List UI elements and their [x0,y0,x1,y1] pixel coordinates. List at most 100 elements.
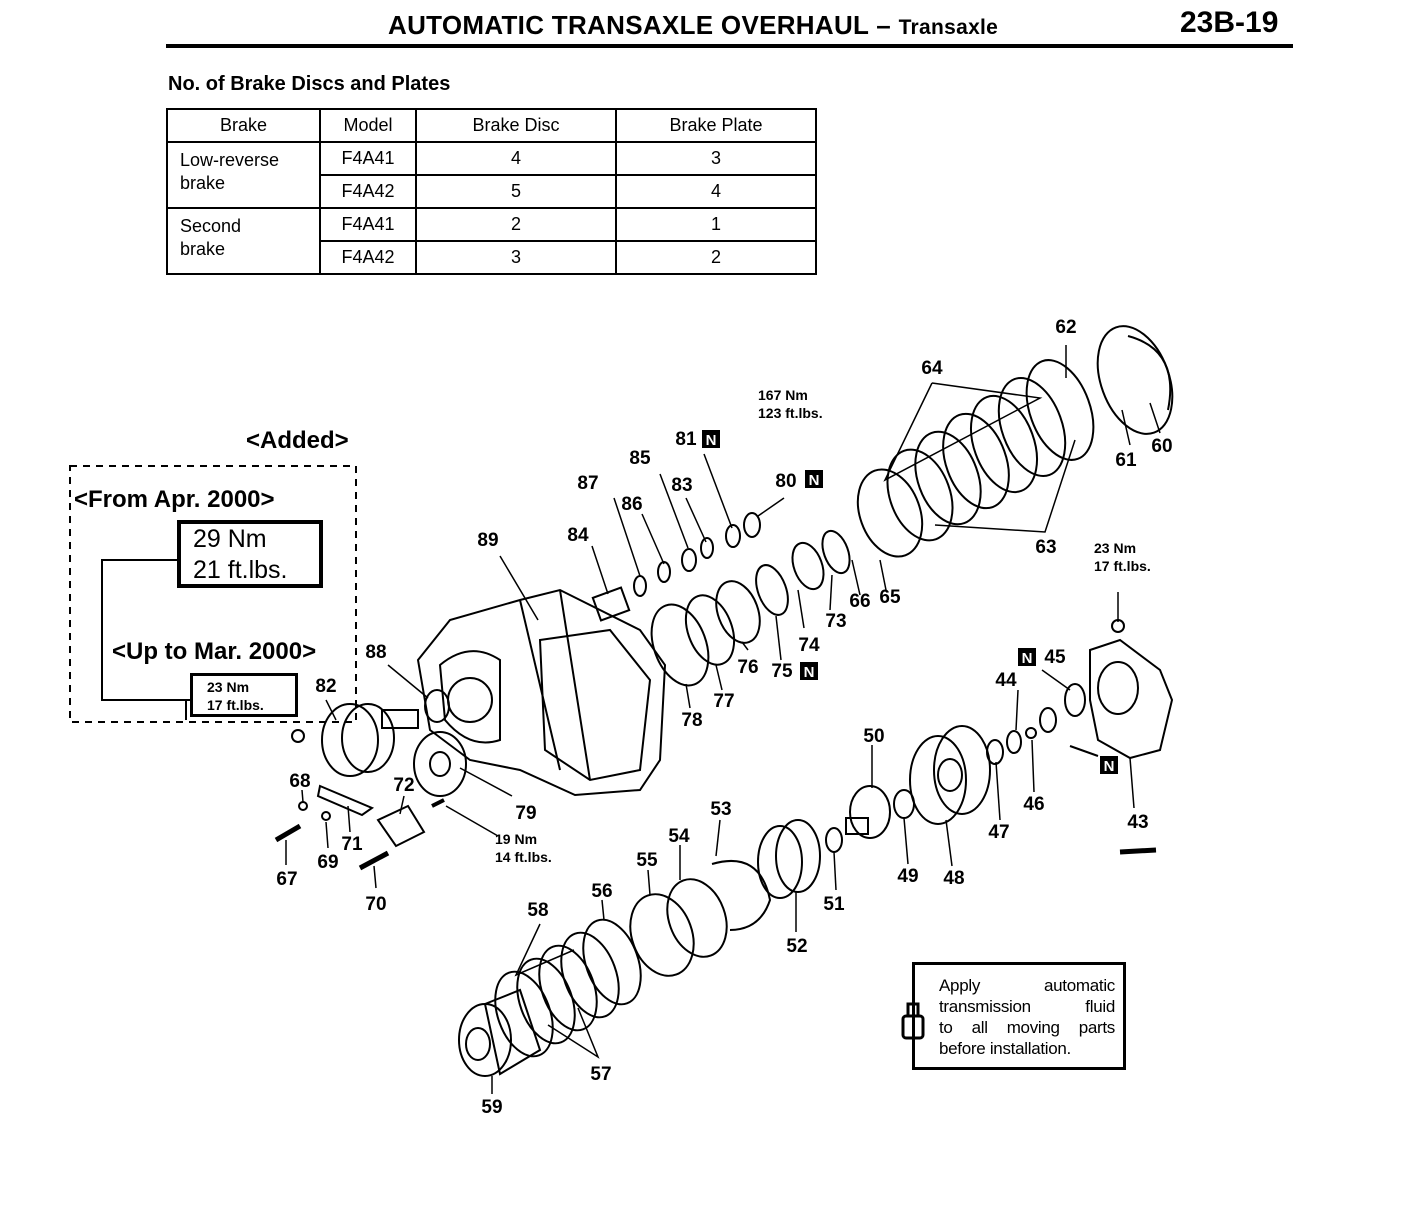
upto-label: <Up to Mar. 2000> [112,638,317,665]
torque-old-ftlbs: 17 ft.lbs. [207,697,264,713]
cell-plate: 3 [615,141,817,176]
added-heading: <Added> [246,427,349,454]
part-label-54: 54 [668,826,690,847]
cell-plate: 2 [615,240,817,275]
part-label-78: 78 [681,710,702,731]
part-label-56: 56 [591,881,612,902]
part-label-67: 67 [276,869,297,890]
brake-name-line: Second [180,216,242,236]
torque-43-nm: 23 Nm [1094,540,1136,556]
drum-52 [757,819,821,899]
transaxle-case [416,588,667,797]
torque-72-nm: 19 Nm [495,831,537,847]
fluid-note: Apply automatic transmission fluid to al… [912,962,1126,1070]
note-line: Apply automatic [939,976,1115,995]
cell-model: F4A42 [319,240,417,275]
brake-name-line: Low-reverse [180,150,280,170]
torque-72-ftlbs: 14 ft.lbs. [495,849,552,865]
part-labels: 43 44 45 46 47 48 49 50 51 52 53 54 55 5… [276,317,1172,1118]
header-subtitle: Transaxle [898,16,999,39]
part-label-49: 49 [897,866,918,887]
torque-labels: 167 Nm 123 ft.lbs. 23 Nm 17 ft.lbs. 19 N… [495,387,1151,865]
part-label-83: 83 [671,475,692,496]
part-label-44: 44 [995,670,1017,691]
part-label-75: 75 [771,661,793,682]
part-label-58: 58 [527,900,548,921]
part-label-87: 87 [577,473,598,494]
torque-81-nm: 167 Nm [758,387,808,403]
part-label-68: 68 [289,771,310,792]
torque-old-nm: 23 Nm [207,679,250,695]
table-header-row: Brake Model Brake Disc Brake Plate [166,108,817,143]
brake-name-line: brake [180,173,226,193]
note-line: transmission fluid [939,997,1115,1016]
col-brake-plate: Brake Plate [615,108,817,143]
header-title-text: AUTOMATIC TRANSAXLE OVERHAUL – [388,10,892,40]
cell-disc: 3 [415,240,617,275]
part-label-46: 46 [1023,794,1044,815]
torque-43-ftlbs: 17 ft.lbs. [1094,558,1151,574]
brake-table: Brake Model Brake Disc Brake Plate Low-r… [166,108,817,275]
part-label-62: 62 [1055,317,1076,338]
part-label-73: 73 [825,611,846,632]
transfer-cover-43 [1069,592,1174,855]
n-box-80 [805,470,823,488]
part-label-53: 53 [710,799,731,820]
n-letter: N [804,664,815,681]
part-label-64: 64 [921,358,943,379]
col-brake-disc: Brake Disc [415,108,617,143]
part-label-60: 60 [1151,436,1172,457]
n-box-81 [702,430,720,448]
part-label-69: 69 [317,852,338,873]
header-title: AUTOMATIC TRANSAXLE OVERHAUL – Transaxle [388,10,998,41]
part-label-51: 51 [823,894,845,915]
drum-59 [458,988,542,1077]
part-label-45: 45 [1044,647,1066,668]
part-label-84: 84 [567,525,589,546]
torque-box-old: 23 Nm 17 ft.lbs. [190,673,298,717]
fluid-note-text: Apply automatic transmission fluid to al… [939,975,1115,1059]
part-label-43: 43 [1127,812,1148,833]
part-label-76: 76 [737,657,758,678]
n-letter: N [1022,650,1033,667]
cell-plate: 4 [615,174,817,209]
torque-new-nm: 29 Nm [193,525,267,553]
torque-box-new: 29 Nm 21 ft.lbs. [177,520,323,588]
table-row: F4A42 3 2 [167,240,817,275]
cell-model: F4A41 [319,207,417,242]
cell-disc: 2 [415,207,617,242]
n-letter: N [706,432,717,449]
part-label-81: 81 [675,429,697,450]
col-brake: Brake [166,108,321,143]
header-rule [166,44,1293,48]
cell-model: F4A41 [319,141,417,176]
table-row: Low-reverse brake F4A41 4 3 [166,141,817,209]
part-label-71: 71 [341,834,363,855]
part-label-47: 47 [988,822,1009,843]
added-dashed-box [69,465,357,723]
part-label-80: 80 [775,471,796,492]
part-label-59: 59 [481,1097,502,1118]
drum-48 [909,725,991,825]
cell-plate: 1 [615,207,817,242]
n-letter: N [809,472,820,489]
part-label-52: 52 [786,936,807,957]
brake-name-second: Second brake [166,207,321,275]
part-label-63: 63 [1035,537,1056,558]
cell-disc: 4 [415,141,617,176]
part-label-79: 79 [515,803,536,824]
col-model: Model [319,108,417,143]
page-number: 23B-19 [1180,6,1279,39]
note-line: to all moving parts [939,1018,1115,1037]
torque-81-ftlbs: 123 ft.lbs. [758,405,823,421]
n-box-45 [1018,648,1036,666]
part-label-50: 50 [863,726,884,747]
n-letter: N [1104,758,1115,775]
table-row: F4A42 5 4 [167,174,817,209]
clutch-pack-rings [856,325,1174,558]
part-label-77: 77 [713,691,734,712]
part-label-61: 61 [1115,450,1137,471]
part-label-88: 88 [365,642,386,663]
part-label-57: 57 [590,1064,611,1085]
